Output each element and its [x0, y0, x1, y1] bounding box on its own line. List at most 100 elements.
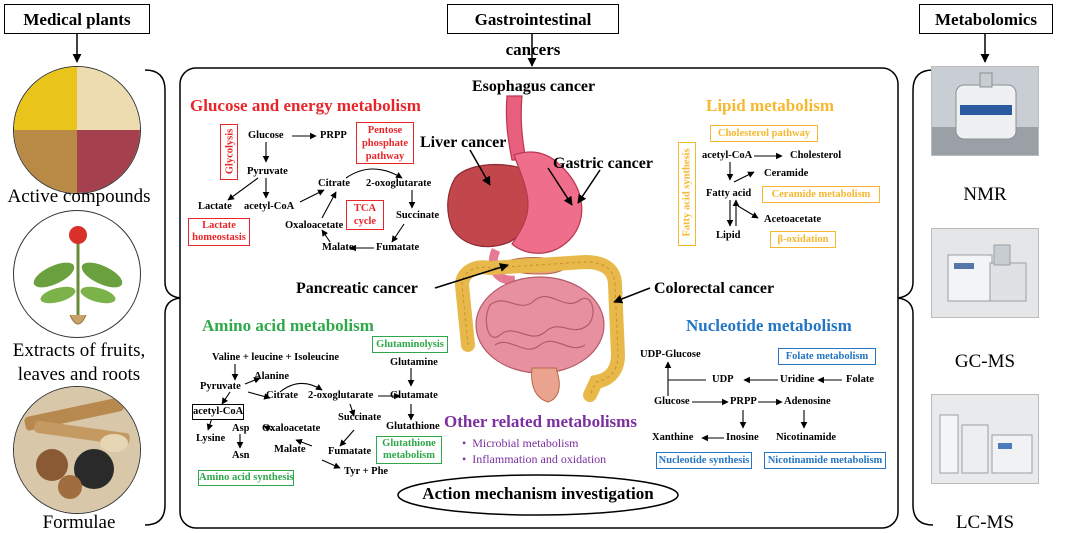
label-gcms: GC-MS: [954, 351, 1016, 372]
xanthine-node: Xanthine: [652, 432, 694, 443]
amino-malate-node: Malate: [274, 444, 306, 455]
glutathione-node: Glutathione: [386, 421, 440, 432]
bullet-icon: •: [462, 452, 473, 466]
title-glucose-energy: Glucose and energy metabolism: [190, 96, 421, 115]
header-gastrointestinal-cancers: Gastrointestinal cancers: [447, 4, 619, 59]
tca-line2: cycle: [353, 216, 377, 227]
cholesterol-node: Cholesterol: [790, 150, 842, 161]
other-item-microbial: • Microbial metabolism: [462, 436, 579, 451]
lcms-instrument-image: [931, 394, 1039, 484]
box-lactate-homeostasis: Lactate homeostasis: [188, 218, 250, 246]
label-colorectal-cancer: Colorectal cancer: [654, 280, 775, 297]
label-nmr: NMR: [963, 184, 1007, 205]
acetylcoa-node: acetyl-CoA: [244, 201, 295, 212]
red-powder-swatch: [77, 130, 140, 193]
box-glycolysis: Glycolysis: [220, 124, 238, 180]
box-acetylcoa: acetyl-CoA: [192, 404, 244, 420]
label-formulae: Formulae: [42, 512, 116, 533]
lipid-node: Lipid: [716, 230, 741, 241]
ppp-line2: phosphate: [361, 138, 409, 149]
citrate-node: Citrate: [318, 178, 351, 189]
nmr-instrument-image: [931, 66, 1039, 156]
gm-line2: metabolism: [383, 450, 435, 461]
amino-oxaloacetate-node: Oxaloacetate: [262, 423, 321, 434]
alanine-node: Alanine: [254, 371, 290, 382]
action-ellipse: [397, 474, 679, 516]
lcms-device-icon: [939, 414, 1033, 474]
inosine-node: Inosine: [726, 432, 759, 443]
amino-oxoglutarate-node: 2-oxoglutarate: [308, 390, 374, 401]
box-folate-metabolism: Folate metabolism: [778, 348, 876, 365]
brown-powder-swatch: [14, 130, 77, 193]
lipid-acetylcoa-node: acetyl-CoA: [702, 150, 753, 161]
vli-node: Valine + leucine + Isoleucine: [212, 352, 340, 363]
label-extracts-line1: Extracts of fruits,: [12, 340, 146, 361]
ceramide-node: Ceramide: [764, 168, 809, 179]
gm-line1: Glutathione: [382, 438, 436, 449]
cream-powder-swatch: [77, 67, 140, 130]
label-gastric-cancer: Gastric cancer: [553, 155, 653, 172]
label-extracts-line2: leaves and roots: [17, 364, 141, 385]
action-mechanism-label: Action mechanism investigation: [422, 484, 654, 503]
box-cholesterol-pathway: Cholesterol pathway: [710, 125, 818, 142]
oxaloacetate-node: Oxaloacetate: [285, 220, 344, 231]
title-amino-acid-metabolism: Amino acid metabolism: [202, 316, 374, 335]
box-tca-cycle: TCA cycle: [346, 200, 384, 230]
folate-node: Folate: [846, 374, 874, 385]
glucose-node: Glucose: [248, 130, 284, 141]
header-medical-plants: Medical plants: [4, 4, 150, 34]
other-item-inflammation: • Inflammation and oxidation: [462, 452, 606, 467]
box-glutaminolysis: Glutaminolysis: [372, 336, 448, 353]
yellow-powder-swatch: [14, 67, 77, 130]
header-metabolomics: Metabolomics: [919, 4, 1053, 34]
box-fatty-acid-synthesis: Fatty acid synthesis: [678, 142, 696, 246]
plant-image: [13, 210, 141, 338]
glycolysis-text: Glycolysis: [224, 128, 236, 175]
herbs-icon: [14, 387, 140, 513]
inflammation-text: Inflammation and oxidation: [472, 452, 607, 466]
title-nucleotide-metabolism: Nucleotide metabolism: [686, 316, 852, 335]
box-glutathione-metabolism: Glutathione metabolism: [376, 436, 442, 464]
glutamine-node: Glutamine: [390, 357, 438, 368]
ppp-line3: pathway: [365, 151, 405, 162]
fatty-acid-node: Fatty acid: [706, 188, 752, 199]
nuc-prpp-node: PRPP: [730, 396, 757, 407]
lysine-node: Lysine: [196, 433, 226, 444]
fumatate-node: Fumatate: [376, 242, 420, 253]
malate-node: Malate: [322, 242, 354, 253]
nmr-magnet-icon: [932, 72, 1038, 155]
succinate-node: Succinate: [396, 210, 440, 221]
powders-image: [13, 66, 141, 194]
ppp-line1: Pentose: [367, 125, 403, 136]
box-nicotinamide-metabolism: Nicotinamide metabolism: [764, 452, 886, 469]
label-pancreatic-cancer: Pancreatic cancer: [296, 280, 418, 297]
gcms-instrument-image: [931, 228, 1039, 318]
prpp-node: PRPP: [320, 130, 347, 141]
label-esophagus-cancer: Esophagus cancer: [472, 78, 596, 95]
nicotinamide-node: Nicotinamide: [776, 432, 837, 443]
plant-icon: [33, 226, 123, 325]
amino-citrate-node: Citrate: [266, 390, 299, 401]
box-ceramide-metabolism: Ceramide metabolism: [762, 186, 880, 203]
tca-line1: TCA: [353, 203, 377, 214]
label-active-compounds: Active compounds: [7, 186, 151, 207]
nuc-glucose-node: Glucose: [654, 396, 690, 407]
adenosine-node: Adenosine: [784, 396, 831, 407]
bullet-icon: •: [462, 436, 473, 450]
udp-node: UDP: [712, 374, 734, 385]
box-nucleotide-synthesis: Nucleotide synthesis: [656, 452, 752, 469]
formulae-image: [13, 386, 141, 514]
asp-node: Asp: [232, 423, 250, 434]
acetoacetate-node: Acetoacetate: [764, 214, 822, 225]
microbial-text: Microbial metabolism: [472, 436, 579, 450]
tyr-phe-node: Tyr + Phe: [344, 466, 389, 477]
right-brace: [897, 69, 934, 526]
udp-glucose-node: UDP-Glucose: [640, 349, 701, 360]
label-liver-cancer: Liver cancer: [420, 134, 507, 151]
amino-succinate-node: Succinate: [338, 412, 382, 423]
pyruvate-node: Pyruvate: [247, 166, 288, 177]
lactate-h-line2: homeostasis: [192, 232, 246, 243]
glutamate-node: Glutamate: [390, 390, 438, 401]
amino-pyruvate-node: Pyruvate: [200, 381, 241, 392]
